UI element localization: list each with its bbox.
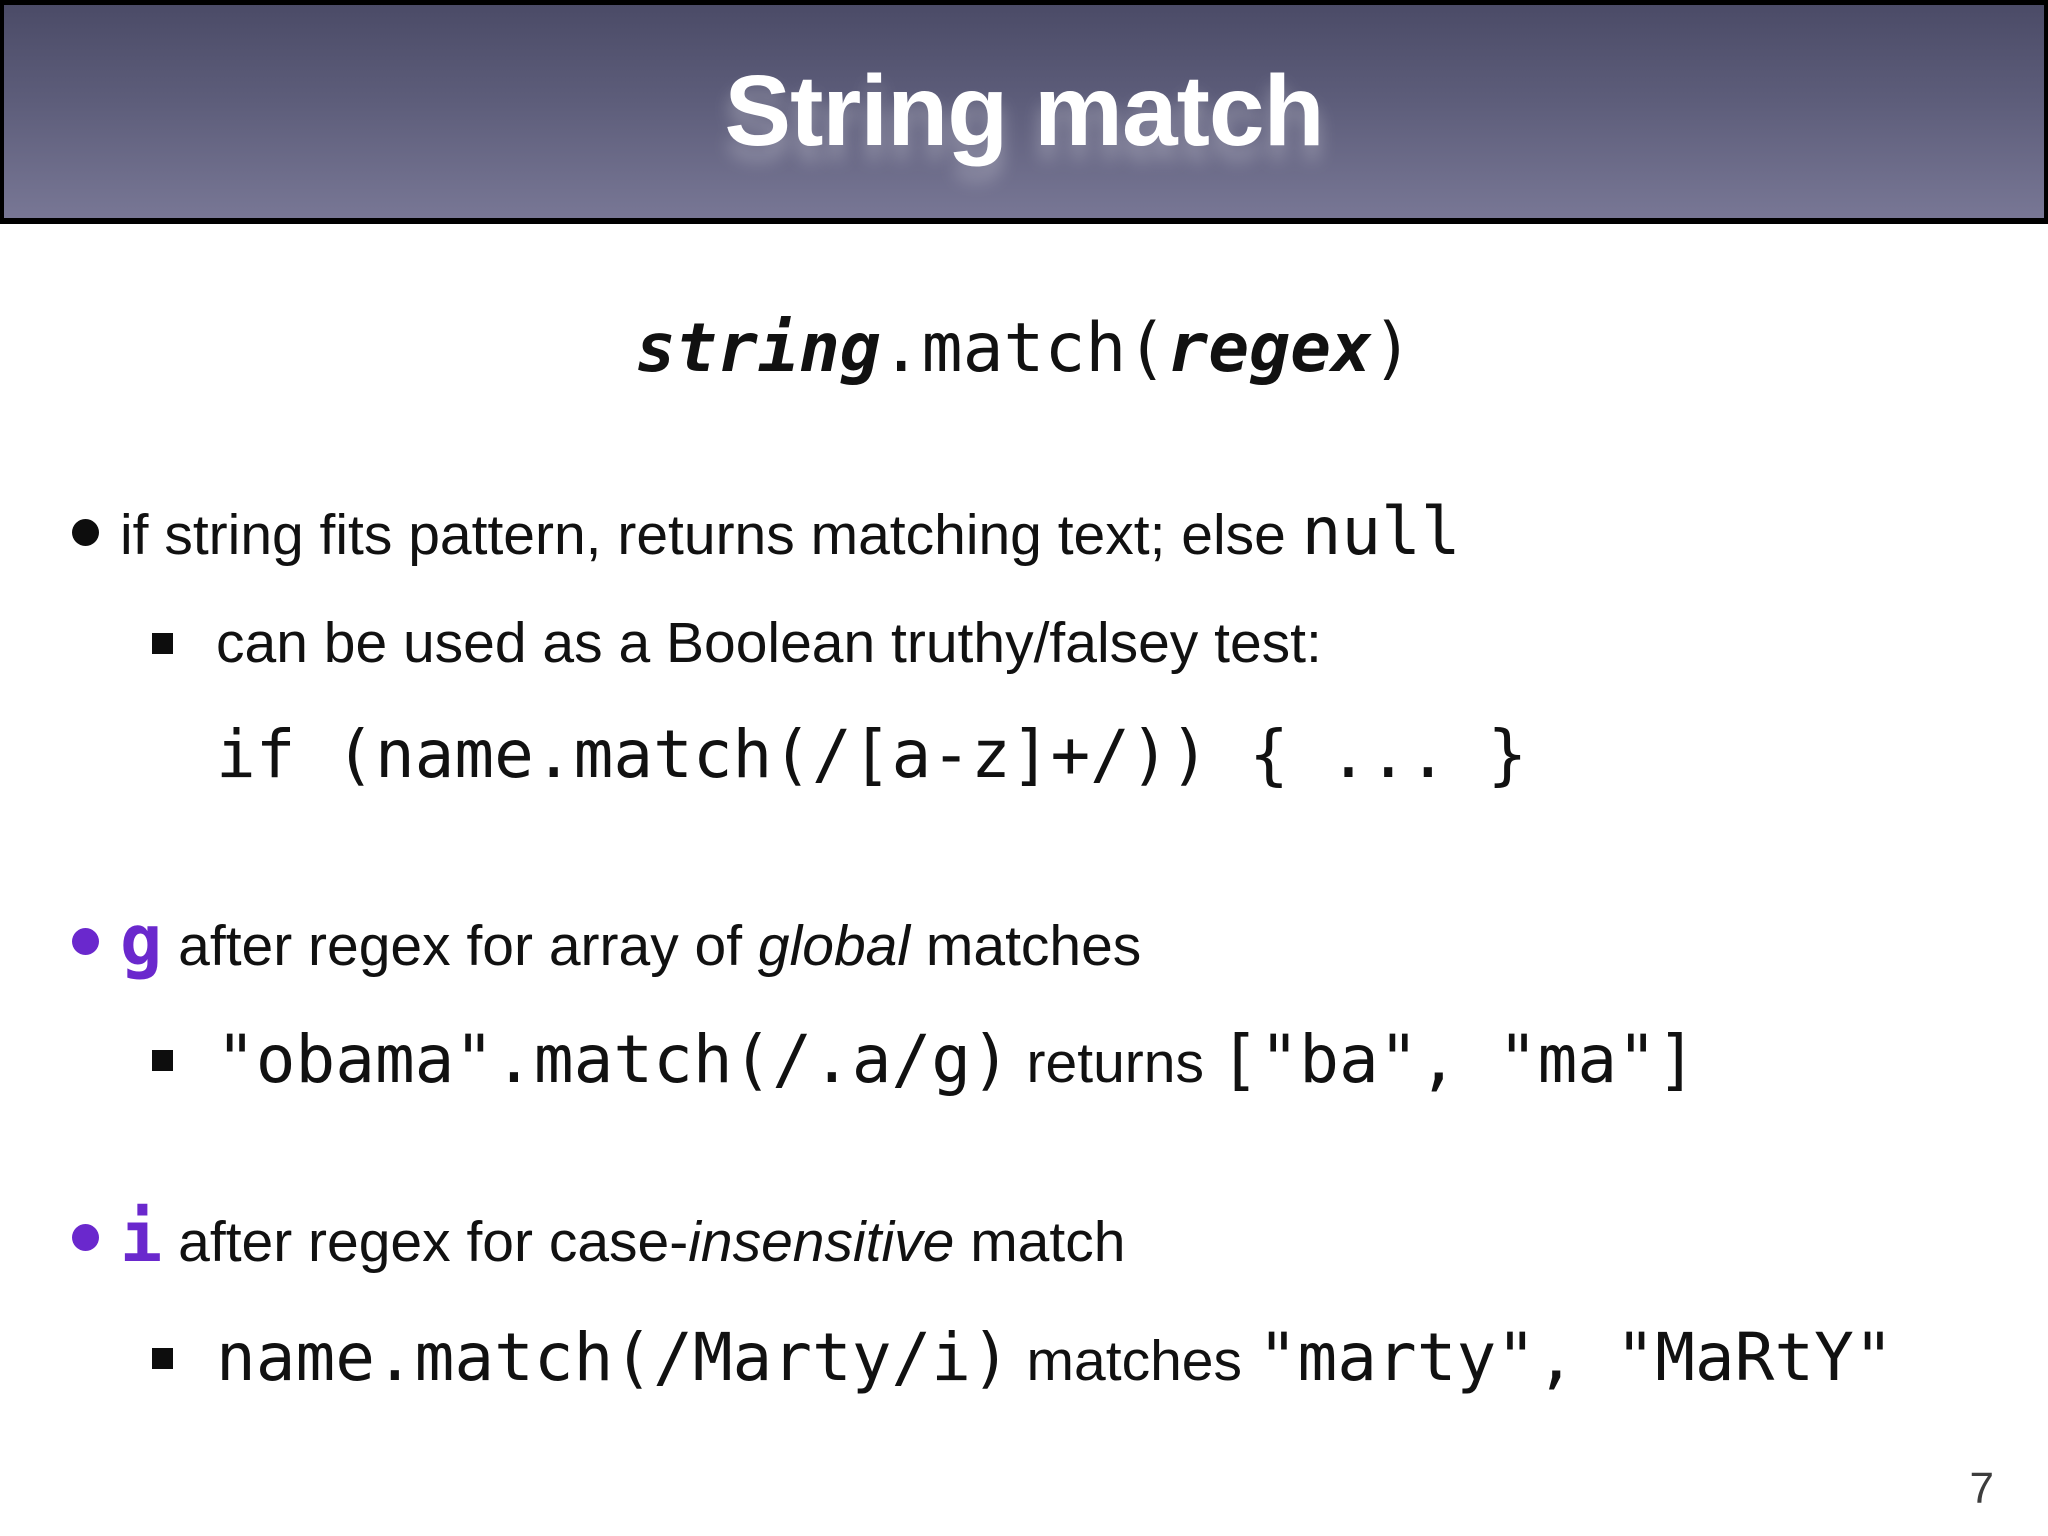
bullet-insensitive-text2: match (954, 1210, 1126, 1274)
square-bullet-icon (152, 633, 173, 654)
code-marty-mixed: "MaRtY" (1615, 1319, 1894, 1396)
bullet-marker (152, 598, 216, 654)
code-if-match: if (name.match(/[a-z]+/)) { ... } (216, 716, 1528, 793)
syntax-argument: regex (1167, 309, 1372, 388)
subbullet-obama-example: "obama".match(/.a/g) returns ["ba", "ma"… (0, 1015, 2048, 1108)
syntax-close: ) (1371, 309, 1413, 388)
slide-header: String match (0, 0, 2048, 224)
circle-bullet-icon (72, 928, 99, 955)
bullet-marker (152, 1015, 216, 1071)
subbullet-boolean-test: can be used as a Boolean truthy/falsey t… (0, 598, 2048, 688)
bullet-returns: if string fits pattern, returns matching… (0, 487, 2048, 580)
g-flag: g (120, 900, 163, 982)
bullet-returns-text: if string fits pattern, returns matching… (120, 503, 1302, 567)
code-line-if-match: if (name.match(/[a-z]+/)) { ... } (0, 710, 2048, 800)
square-bullet-icon (152, 1348, 173, 1369)
null-keyword: null (1301, 493, 1461, 570)
square-bullet-icon (152, 1050, 173, 1071)
subbullet-marty-example: name.match(/Marty/i) matches "marty", "M… (0, 1313, 2048, 1406)
code-marty-match: name.match(/Marty/i) (216, 1319, 1011, 1396)
subbullet-boolean-text: can be used as a Boolean truthy/falsey t… (216, 611, 1322, 675)
code-result-array: ["ba", "ma"] (1219, 1021, 1697, 1098)
global-italic: global (757, 914, 911, 978)
matches-text: matches (1010, 1329, 1258, 1393)
bullet-insensitive-text1: after regex for case- (178, 1210, 689, 1274)
comma-separator: , (1535, 1319, 1616, 1396)
i-flag: i (120, 1196, 163, 1278)
bullet-marker (72, 1192, 120, 1251)
subbullet-text: name.match(/Marty/i) matches "marty", "M… (216, 1313, 1894, 1406)
returns-text: returns (1010, 1031, 1220, 1095)
circle-bullet-icon (72, 519, 99, 546)
code-obama-match: "obama".match(/.a/g) (216, 1021, 1011, 1098)
slide-title: String match (724, 55, 1324, 167)
insensitive-italic: insensitive (688, 1210, 955, 1274)
page-number: 7 (1969, 1464, 1994, 1513)
circle-bullet-icon (72, 1224, 99, 1251)
slide-content: string.match(regex) if string fits patte… (0, 298, 2048, 1406)
bullet-marker (72, 487, 120, 546)
bullet-text: if string fits pattern, returns matching… (120, 487, 1461, 580)
syntax-object: string (635, 309, 881, 388)
bullet-marker (72, 896, 120, 955)
subbullet-text: "obama".match(/.a/g) returns ["ba", "ma"… (216, 1015, 1697, 1108)
syntax-line: string.match(regex) (0, 298, 2048, 399)
bullet-global-text1: after regex for array of (178, 914, 758, 978)
syntax-method: .match( (880, 309, 1168, 388)
code-marty-lower: "marty" (1257, 1319, 1536, 1396)
bullet-marker (152, 1313, 216, 1369)
bullet-global-text2: matches (910, 914, 1142, 978)
